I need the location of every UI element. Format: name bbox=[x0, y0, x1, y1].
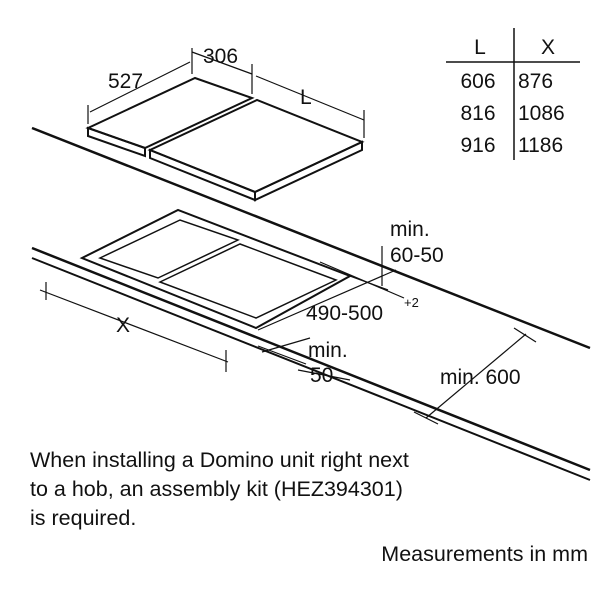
label-min-back: min. bbox=[390, 218, 430, 241]
label-490-500-tolerance: +2 bbox=[404, 295, 419, 310]
table-cell-X-2: 1086 bbox=[518, 102, 565, 125]
label-527: 527 bbox=[108, 70, 143, 93]
size-table: L X 606 876 816 1086 916 1186 bbox=[446, 28, 580, 160]
dimension-L bbox=[255, 75, 365, 138]
dimension-X bbox=[39, 282, 229, 372]
table-cell-L-3: 916 bbox=[460, 134, 495, 157]
dimension-min-600 bbox=[413, 327, 537, 425]
table-cell-X-3: 1186 bbox=[518, 134, 563, 157]
units-note: Measurements in mm bbox=[381, 542, 588, 566]
label-L: L bbox=[300, 86, 312, 109]
label-X: X bbox=[116, 314, 130, 337]
appliance-units bbox=[85, 76, 365, 202]
table-cell-L-2: 816 bbox=[460, 102, 495, 125]
table-cell-L-1: 606 bbox=[460, 70, 495, 93]
table-cell-X-1: 876 bbox=[518, 70, 553, 93]
label-306: 306 bbox=[203, 45, 238, 68]
label-min-front-value: 50 bbox=[310, 364, 333, 387]
dimension-min-50 bbox=[257, 337, 351, 381]
dimension-min-60-50 bbox=[349, 246, 389, 291]
label-min-back-value: 60-50 bbox=[390, 244, 444, 267]
label-min-600: min. 600 bbox=[440, 366, 521, 389]
worktop-back-edge bbox=[31, 126, 591, 350]
table-header-L: L bbox=[474, 36, 486, 59]
worktop-front-edge-upper bbox=[31, 246, 591, 472]
installation-note: When installing a Domino unit right next… bbox=[30, 448, 409, 530]
worktop-front-edge-lower bbox=[31, 257, 591, 481]
table-header-X: X bbox=[541, 36, 555, 59]
dimension-306 bbox=[191, 51, 253, 94]
label-490-500: 490-500 bbox=[306, 302, 383, 325]
label-min-front: min. bbox=[308, 339, 348, 362]
